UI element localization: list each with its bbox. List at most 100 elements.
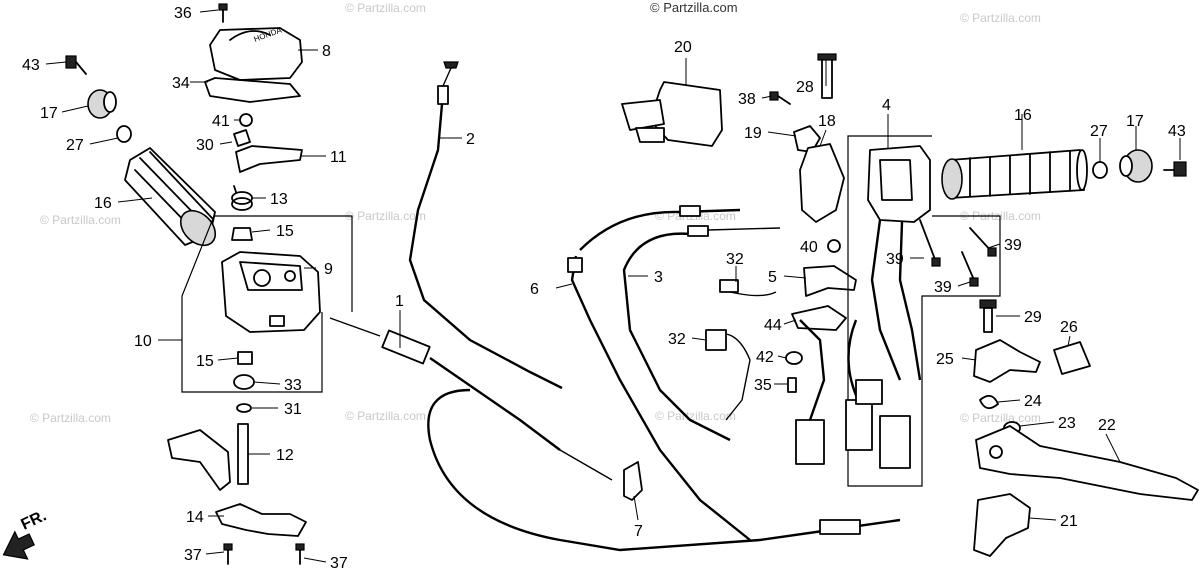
callout-31: 31 — [284, 401, 302, 418]
part-17-grip-end — [1119, 149, 1153, 183]
part-43-bolt — [65, 55, 87, 75]
callout-37: 37 — [184, 547, 202, 564]
cable-end-fitting — [819, 519, 861, 535]
callout-34: 34 — [172, 75, 190, 92]
callout-1: 1 — [395, 293, 404, 310]
callout-27: 27 — [66, 137, 84, 154]
callout-32: 32 — [726, 251, 744, 268]
part-29-bolt — [979, 299, 997, 333]
callout-17: 17 — [40, 105, 58, 122]
callout-43: 43 — [1168, 123, 1186, 140]
part-39-screw — [919, 219, 941, 267]
callout-42: 42 — [756, 349, 774, 366]
part-21-holder — [973, 493, 1031, 557]
callout-28: 28 — [796, 79, 814, 96]
part-22-brake-lever — [975, 425, 1199, 501]
part-42-washer — [785, 351, 803, 365]
part-30-bracket — [233, 129, 251, 147]
callout-33: 33 — [284, 377, 302, 394]
watermark: © Partzilla.com — [960, 411, 1041, 425]
callout-10: 10 — [134, 333, 152, 350]
callout-25: 25 — [936, 351, 954, 368]
callout-17: 17 — [1126, 113, 1144, 130]
part-39-screw — [969, 227, 997, 257]
part-28-bolt — [817, 53, 837, 99]
part-16-grip — [124, 147, 217, 247]
callout-8: 8 — [322, 43, 331, 60]
callout-36: 36 — [174, 5, 192, 22]
callout-22: 22 — [1098, 417, 1116, 434]
callout-2: 2 — [466, 131, 475, 148]
watermark: © Partzilla.com — [960, 11, 1041, 25]
callout-35: 35 — [754, 377, 772, 394]
callout-16: 16 — [94, 195, 112, 212]
part-41-nut — [239, 113, 253, 127]
part-8-cover: HONDA — [209, 25, 303, 81]
callout-40: 40 — [800, 239, 818, 256]
part-20-cover — [621, 81, 723, 147]
watermark: © Partzilla.com — [345, 209, 426, 223]
part-37-bolt — [295, 543, 305, 565]
part-40-nut — [827, 239, 841, 253]
front-arrow-label: FR. — [19, 507, 50, 533]
watermark: © Partzilla.com — [655, 409, 736, 423]
callout-3: 3 — [654, 269, 663, 286]
leader-lines — [45, 9, 1181, 563]
callout-13: 13 — [270, 191, 288, 208]
callout-5: 5 — [768, 269, 777, 286]
callout-21: 21 — [1060, 513, 1078, 530]
callout-38: 38 — [738, 91, 756, 108]
part-39-screw — [961, 251, 979, 287]
part-36-screw — [218, 3, 228, 23]
callout-15: 15 — [276, 223, 294, 240]
callout-39: 39 — [1004, 237, 1022, 254]
callout-9: 9 — [324, 261, 333, 278]
part-44-plate — [791, 305, 847, 331]
callout-39: 39 — [934, 279, 952, 296]
callout-30: 30 — [196, 137, 214, 154]
callout-labels: 36 8 34 43 17 27 16 41 30 11 13 15 9 10 … — [22, 5, 1186, 572]
part-25-lever — [973, 339, 1041, 383]
callout-29: 29 — [1024, 309, 1042, 326]
part-19-bracket — [793, 125, 821, 153]
part-1-cable — [329, 317, 761, 552]
callout-27: 27 — [1090, 123, 1108, 140]
callout-19: 19 — [744, 125, 762, 142]
watermark: © Partzilla.com — [345, 1, 426, 15]
callout-6: 6 — [530, 281, 539, 298]
callout-14: 14 — [186, 509, 204, 526]
part-5-bracket — [803, 265, 857, 297]
part-35-screw — [787, 377, 797, 393]
callout-7: 7 — [634, 523, 643, 540]
part-15-cap — [237, 351, 253, 365]
callout-20: 20 — [674, 39, 692, 56]
wire-harness — [795, 319, 911, 469]
part-13-spring — [231, 185, 253, 211]
callout-16: 16 — [1014, 107, 1032, 124]
part-27-collar — [1092, 161, 1108, 179]
callout-26: 26 — [1060, 319, 1078, 336]
part-16-grip — [941, 149, 1088, 200]
watermark: © Partzilla.com — [30, 411, 111, 425]
callout-23: 23 — [1058, 415, 1076, 432]
part-26-pad — [1053, 341, 1091, 375]
part-34-gasket — [204, 77, 301, 103]
part-3-cable — [622, 225, 781, 442]
part-24-spring — [979, 394, 999, 410]
callout-32: 32 — [668, 331, 686, 348]
part-11-arm — [235, 145, 303, 173]
callout-18: 18 — [818, 113, 836, 130]
watermark: © Partzilla.com — [40, 213, 121, 227]
part-15-cap — [231, 227, 253, 241]
part-31-washer — [236, 403, 252, 413]
front-arrow-icon: FR. — [2, 507, 50, 560]
part-38-screw — [769, 91, 791, 105]
part-18-switch — [799, 143, 845, 223]
callout-41: 41 — [212, 113, 230, 130]
part-2-cable — [408, 61, 563, 390]
callout-11: 11 — [330, 149, 347, 166]
watermark: © Partzilla.com — [345, 409, 426, 423]
callout-12: 12 — [276, 447, 294, 464]
part-4-switch — [867, 145, 931, 381]
part-37-bolt — [223, 543, 233, 565]
